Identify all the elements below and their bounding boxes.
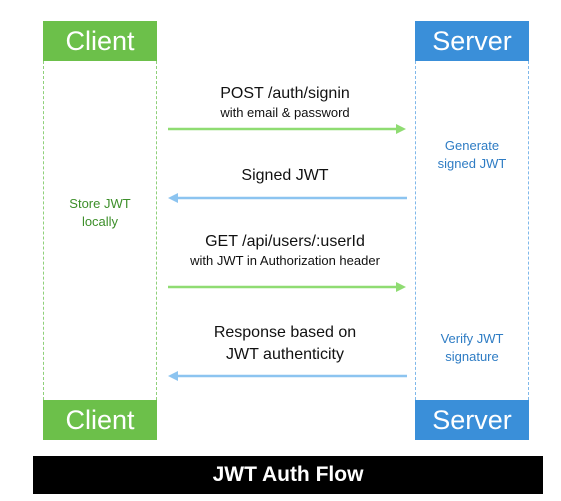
server-note-verify: Verify JWT signature (415, 330, 529, 366)
message-get-user: GET /api/users/:userId with JWT in Autho… (160, 232, 410, 270)
message-response-line1: Response based on (213, 324, 357, 341)
arrow-response (168, 371, 407, 381)
arrow-signed-jwt (168, 193, 407, 203)
server-note-generate: Generate signed JWT (415, 137, 529, 173)
arrow-get-user (168, 282, 406, 292)
server-header-box: Server (415, 21, 529, 61)
message-response-line2: JWT authenticity (226, 346, 344, 363)
server-lifeline (415, 61, 529, 400)
client-footer-box: Client (43, 400, 157, 440)
client-note-line1: Store JWT (69, 196, 131, 211)
message-signed-jwt: Signed JWT (160, 165, 410, 187)
message-get-user-line1: GET /api/users/:userId (205, 233, 365, 250)
server-note-generate-line2: signed JWT (437, 156, 507, 171)
client-note-line2: locally (81, 214, 119, 229)
message-signed-jwt-line1: Signed JWT (241, 167, 329, 184)
client-note: Store JWT locally (43, 195, 157, 231)
server-footer-box: Server (415, 400, 529, 440)
client-header-box: Client (43, 21, 157, 61)
server-note-verify-line1: Verify JWT (440, 331, 504, 346)
diagram-title: JWT Auth Flow (33, 456, 543, 494)
message-signin-line1: POST /auth/signin (220, 85, 350, 102)
message-signin-line2: with email & password (220, 105, 350, 120)
message-get-user-line2: with JWT in Authorization header (190, 253, 380, 268)
client-lifeline (43, 61, 157, 400)
server-note-generate-line1: Generate (444, 138, 500, 153)
message-response: Response based on JWT authenticity (160, 322, 410, 366)
message-signin: POST /auth/signin with email & password (160, 84, 410, 122)
arrow-signin (168, 124, 406, 134)
server-note-verify-line2: signature (445, 349, 499, 364)
